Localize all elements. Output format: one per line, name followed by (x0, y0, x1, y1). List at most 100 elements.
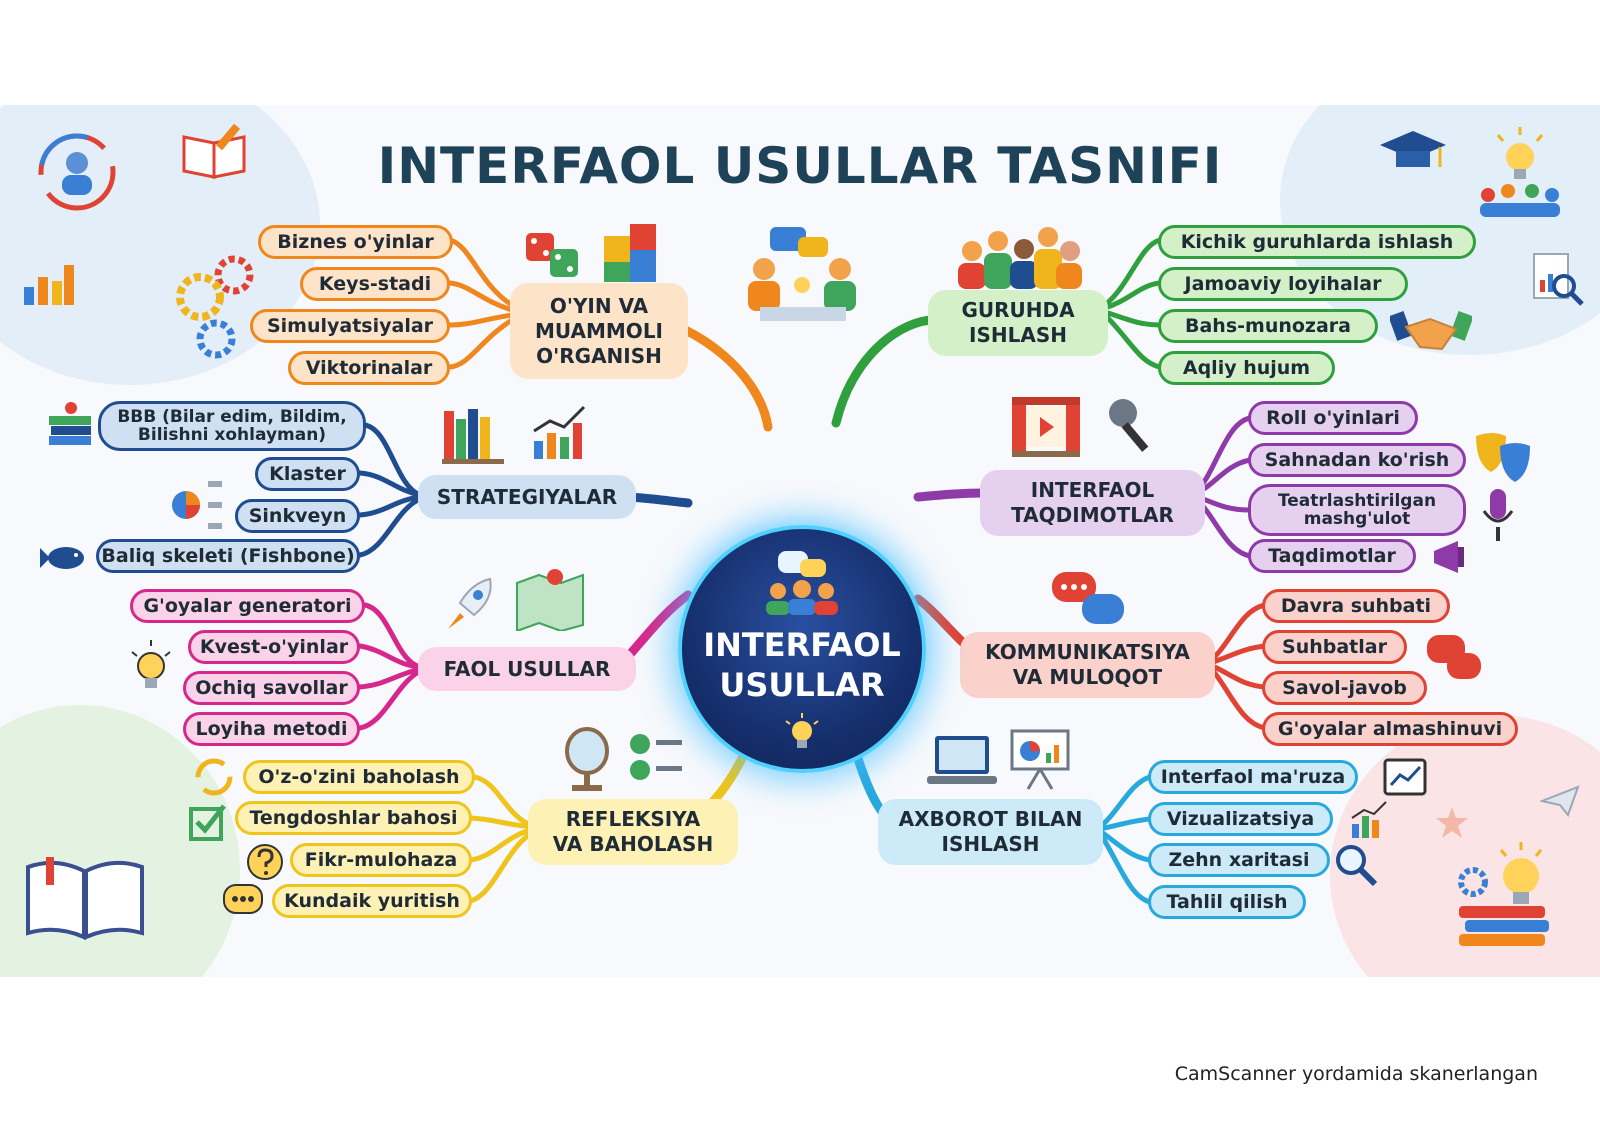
speech-icon (223, 884, 263, 914)
method-item: Klaster (255, 457, 360, 491)
page-title: INTERFAOL USULLAR TASNIFI (377, 137, 1223, 195)
category-interfaol-taqdimotlar: INTERFAOL TAQDIMOTLAR (980, 470, 1205, 536)
theater-masks-icon (1476, 433, 1530, 482)
connector (467, 815, 538, 830)
mirror-icon (565, 727, 609, 791)
microphone-icon (1109, 399, 1149, 452)
meeting-icon (748, 227, 856, 321)
chat-bubbles-icon (1427, 635, 1481, 679)
dice-icon (526, 233, 578, 277)
connector (447, 312, 515, 328)
refresh-icon (195, 758, 233, 796)
method-item: Ochiq savollar (183, 671, 360, 705)
method-item: Vizualizatsiya (1148, 802, 1333, 836)
chat-bubbles-icon (1052, 572, 1124, 624)
puzzle-icon (604, 224, 656, 282)
method-item: Simulyatsiyalar (250, 309, 450, 343)
paper-plane-icon (1540, 785, 1580, 817)
connector (357, 494, 423, 518)
people-group-icon (958, 227, 1082, 289)
method-item: Viktorinalar (288, 351, 450, 385)
connector (357, 496, 423, 558)
method-item: G'oyalar generatori (130, 589, 365, 623)
method-item: Fikr-mulohaza (290, 843, 472, 877)
category-guruhda-ishlash: GURUHDA ISHLASH (928, 290, 1108, 356)
megaphone-icon (1434, 541, 1464, 573)
connector (1097, 828, 1153, 863)
rocket-icon (448, 577, 492, 629)
connector (357, 470, 423, 498)
method-item: Bahs-munozara (1158, 309, 1378, 343)
rotation-person-icon (38, 133, 116, 211)
method-item: Keys-stadi (300, 267, 450, 301)
gears-icon (176, 255, 254, 359)
connector (357, 643, 423, 670)
checkbox-icon (189, 804, 226, 841)
connector (1102, 280, 1163, 311)
center-node: INTERFAOL USULLAR (678, 525, 926, 773)
method-item: Suhbatlar (1262, 630, 1407, 664)
question-icon (247, 844, 283, 880)
idea-books-icon (1458, 842, 1549, 946)
method-item: Sahnadan ko'rish (1248, 443, 1466, 477)
method-item: Loyiha metodi (183, 712, 360, 746)
map-icon (516, 569, 584, 631)
lightbulb-icon (131, 640, 171, 688)
method-item: Roll o'yinlari (1248, 401, 1418, 435)
method-item: Tengdoshlar bahosi (235, 801, 472, 835)
connector (362, 602, 423, 670)
magnifier-document-icon (1533, 253, 1584, 306)
method-item: Taqdimotlar (1248, 539, 1416, 573)
connector (1102, 309, 1163, 328)
connector (1207, 664, 1268, 731)
open-book-icon (26, 857, 144, 941)
connector (357, 666, 423, 690)
connector (472, 774, 538, 830)
checklist-icon (630, 734, 682, 780)
method-item: Zehn xaritasi (1148, 843, 1330, 877)
scanner-watermark: CamScanner yordamida skanerlangan (1174, 1063, 1538, 1085)
connector (1207, 602, 1268, 664)
method-item: Biznes o'yinlar (258, 225, 453, 259)
connector (913, 488, 990, 502)
handshake-icon (1390, 310, 1472, 351)
connector (467, 826, 538, 863)
fish-icon (40, 547, 84, 569)
laptop-icon (927, 736, 997, 784)
method-item: Interfaol ma'ruza (1148, 760, 1358, 794)
connector (1097, 774, 1153, 830)
lightbulb-people-icon (1480, 127, 1560, 217)
category-oyin-va-muammoli: O'YIN VA MUAMMOLI O'RGANISH (510, 283, 688, 379)
graduation-cap-icon (1380, 131, 1446, 167)
open-book-pencil-icon (182, 123, 246, 179)
connector (447, 280, 515, 313)
method-item: Baliq skeleti (Fishbone) (96, 539, 360, 573)
connector (1097, 830, 1153, 905)
cluster-icon (172, 481, 222, 529)
team-chat-icon (766, 551, 838, 615)
connector (1097, 816, 1153, 832)
connector (1102, 312, 1163, 370)
connector (467, 828, 538, 904)
method-item: Kundaik yuritish (272, 884, 472, 918)
connector (447, 237, 515, 308)
connector (362, 422, 423, 498)
bar-chart-icon (24, 265, 74, 305)
method-item: BBB (Bilar edim, Bildim, Bilishni xohlay… (98, 401, 366, 451)
method-item: Tahlil qilish (1148, 885, 1306, 919)
analytics-screen-icon (1383, 758, 1427, 796)
method-item: G'oyalar almashinuvi (1262, 712, 1518, 746)
method-item: Kvest-o'yinlar (188, 630, 360, 664)
connector (447, 317, 515, 370)
magnifier-icon (1336, 845, 1378, 887)
lightbulb-icon (785, 713, 819, 748)
growth-chart-icon (533, 405, 586, 459)
connector (357, 668, 423, 731)
bar-chart-icon (1351, 801, 1387, 838)
category-faol-usullar: FAOL USULLAR (418, 647, 636, 691)
connector (1102, 237, 1163, 308)
podcast-mic-icon (1482, 489, 1514, 541)
method-item: Sinkveyn (235, 499, 360, 533)
bookshelf-icon (442, 409, 504, 464)
method-item: Jamoaviy loyihalar (1158, 267, 1408, 301)
